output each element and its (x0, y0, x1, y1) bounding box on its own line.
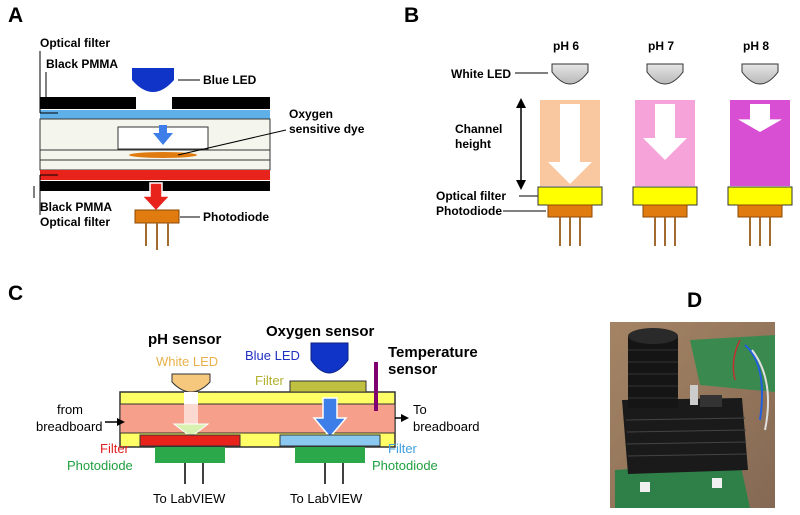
filter-right (279, 434, 381, 447)
photodiode-icon (737, 204, 783, 218)
panel-b-letter: B (404, 4, 419, 27)
ph-label-2: pH 8 (743, 39, 769, 53)
white-light-arrow (172, 423, 210, 438)
photodiode-icon (134, 209, 180, 224)
panel-b: B pH 6 pH 7 pH 8 White LED Channel heigh… (404, 4, 793, 246)
light-arrow (548, 104, 592, 184)
white-led-icon (646, 63, 684, 85)
label-optical-filter-top: Optical filter (40, 36, 110, 50)
panel-c-letter: C (8, 282, 23, 305)
label-temperature-line2: sensor (388, 361, 437, 378)
photodiode-left (155, 447, 225, 463)
label-filter-top: Filter (255, 373, 285, 388)
label-filter-left: Filter (100, 441, 130, 456)
label-photodiode-b: Photodiode (436, 204, 502, 218)
blue-led-icon-c (310, 342, 349, 374)
panel-a: A Optical filter Black PMMA Blu (8, 4, 365, 250)
label-oxygen-line2: sensitive dye (289, 122, 365, 136)
label-channel-line1: Channel (455, 122, 502, 136)
label-blue-led: Blue LED (203, 73, 257, 87)
temperature-sensor-icon (374, 362, 378, 411)
panel-a-letter: A (8, 4, 23, 27)
optical-filter-top (40, 110, 270, 119)
panel-d: D (610, 289, 775, 508)
blue-led-icon (132, 68, 174, 92)
white-led-icon (551, 63, 589, 85)
label-optical-filter-b: Optical filter (436, 189, 506, 203)
label-filter-right: Filter (388, 441, 418, 456)
label-black-pmma-top: Black PMMA (46, 57, 118, 71)
white-light-window (184, 392, 198, 404)
label-white-led-c: White LED (156, 354, 218, 369)
filter-left (139, 434, 241, 447)
white-led-icon (171, 373, 211, 393)
photodiode-icon (642, 204, 688, 218)
label-photodiode: Photodiode (203, 210, 269, 224)
label-from-line1: from (57, 402, 83, 417)
label-black-pmma-bottom: Black PMMA (40, 200, 112, 214)
blue-light-arrow-c (312, 397, 348, 439)
label-oxygen-line1: Oxygen (289, 107, 333, 121)
optical-filter (537, 186, 603, 206)
device-photo (610, 322, 775, 508)
label-channel-line2: height (455, 137, 491, 151)
optical-filter (632, 186, 698, 206)
label-blue-led-c: Blue LED (245, 348, 300, 363)
ph-columns (537, 63, 793, 246)
photodiode-icon (547, 204, 593, 218)
label-to-line2: breadboard (413, 419, 480, 434)
panel-c: C pH sensor Oxygen sensor (8, 282, 480, 506)
optical-filter-bottom (40, 170, 270, 180)
light-arrow (643, 104, 687, 160)
label-to-line1: To (413, 402, 427, 417)
oxygen-dye (129, 152, 197, 158)
filter-top (289, 380, 367, 393)
optical-filter (727, 186, 793, 206)
label-photodiode-left: Photodiode (67, 458, 133, 473)
label-ph-sensor: pH sensor (148, 331, 222, 348)
blue-light-arrow (153, 125, 173, 145)
label-oxygen-sensor: Oxygen sensor (266, 323, 375, 340)
channel (119, 403, 396, 434)
label-to-labview-left: To LabVIEW (153, 491, 226, 506)
ph-label-1: pH 7 (648, 39, 674, 53)
panel-d-letter: D (687, 289, 702, 312)
label-temperature-line1: Temperature (388, 344, 478, 361)
label-from-line2: breadboard (36, 419, 103, 434)
label-photodiode-right: Photodiode (372, 458, 438, 473)
light-arrow (738, 104, 782, 132)
white-light-beam (184, 404, 198, 428)
label-optical-filter-bottom: Optical filter (40, 215, 110, 229)
red-light-arrow (140, 182, 172, 213)
black-pmma-top-right (172, 97, 270, 109)
white-led-icon (741, 63, 779, 85)
ph-label-0: pH 6 (553, 39, 579, 53)
label-to-labview-right: To LabVIEW (290, 491, 363, 506)
label-white-led: White LED (451, 67, 511, 81)
photodiode-right (295, 447, 365, 463)
black-pmma-top-left (40, 97, 136, 109)
